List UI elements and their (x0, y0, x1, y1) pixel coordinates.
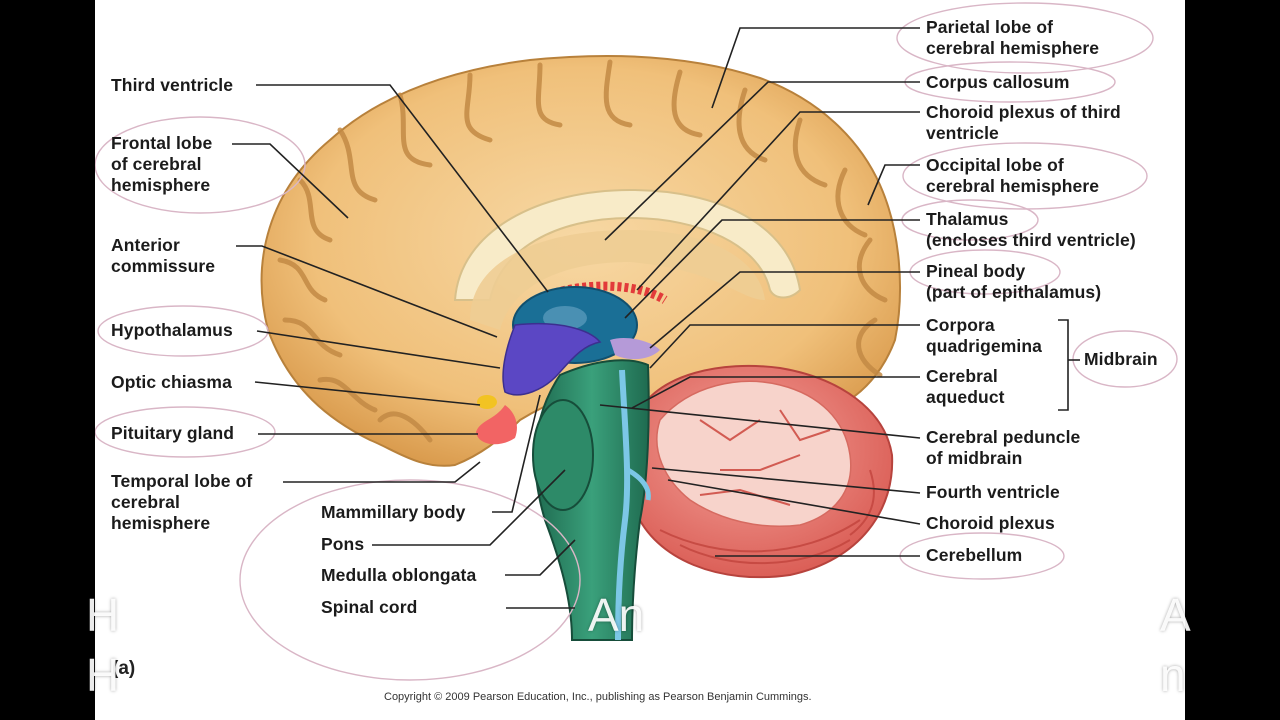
label-occipital-lobe: Occipital lobe of cerebral hemisphere (926, 155, 1100, 196)
label-midbrain: Midbrain (1084, 349, 1158, 369)
label-anterior-commissure: Anterior commissure (111, 235, 216, 276)
cerebral-folds (277, 59, 888, 443)
panel-label: (a) (112, 658, 136, 679)
label-parietal-lobe: Parietal lobe of cerebral hemisphere (926, 17, 1100, 58)
label-cerebral-aqueduct: Cerebral aqueduct (926, 366, 1005, 407)
left-letterbox (0, 0, 95, 720)
label-mammillary-body: Mammillary body (321, 502, 466, 522)
overlay-text-left-top: H (86, 589, 120, 641)
pons-shape (532, 399, 594, 511)
label-choroid-plexus: Choroid plexus (926, 513, 1055, 533)
choroid-plexus-third-shape (553, 281, 668, 304)
cerebellum-folia (659, 469, 875, 565)
right-letterbox (1185, 0, 1280, 720)
label-pituitary-gland: Pituitary gland (111, 423, 235, 443)
label-medulla-oblongata: Medulla oblongata (321, 565, 477, 585)
label-corpus-callosum: Corpus callosum (926, 72, 1070, 92)
leader-lines (232, 27, 1080, 609)
label-hypothalamus: Hypothalamus (111, 320, 233, 340)
label-fourth-ventricle: Fourth ventricle (926, 482, 1060, 502)
label-choroid-plexus-third: Choroid plexus of third ventricle (926, 102, 1121, 143)
label-frontal-lobe: Frontal lobe of cerebral hemisphere (111, 133, 213, 195)
overlay-text-center: An (588, 589, 645, 641)
corpus-callosum-shape (453, 188, 802, 301)
overlay-text-right-top: A (1160, 589, 1191, 641)
overlay-text-left-bottom: H (86, 649, 120, 701)
label-cerebral-peduncle: Cerebral peduncle of midbrain (926, 427, 1081, 468)
arbor-vitae-shape (656, 380, 852, 528)
optic-chiasma-shape (477, 395, 497, 409)
label-cerebellum: Cerebellum (926, 545, 1023, 565)
label-temporal-lobe: Temporal lobe of cerebral hemisphere (111, 471, 253, 533)
label-optic-chiasma: Optic chiasma (111, 372, 232, 392)
pineal-shape (610, 338, 660, 360)
fornix-shape (470, 230, 765, 330)
overlay-text-right-bottom: n (1160, 649, 1186, 701)
pituitary-shape (476, 405, 517, 445)
label-thalamus: Thalamus (encloses third ventricle) (926, 209, 1136, 250)
label-pons: Pons (321, 534, 365, 554)
aqueduct-shape (615, 369, 631, 641)
label-pineal-body: Pineal body (part of epithalamus) (926, 261, 1102, 302)
label-corpora-quadrigemina: Corpora quadrigemina (926, 315, 1042, 356)
hypothalamus-shape (502, 322, 602, 396)
copyright-text: Copyright © 2009 Pearson Education, Inc.… (384, 691, 812, 703)
label-spinal-cord: Spinal cord (321, 597, 418, 617)
label-third-ventricle: Third ventricle (111, 75, 234, 95)
